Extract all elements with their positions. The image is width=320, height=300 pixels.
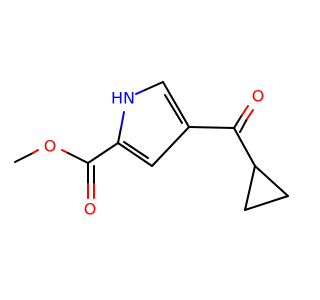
bond-ester-c-c2	[87, 142, 119, 164]
bond-o-ester-c-red	[61, 149, 69, 154]
bond-c5-c4	[162, 81, 190, 128]
bond-c3-c2-inner	[123, 141, 149, 159]
bond-n1-c5-blue	[135, 89, 146, 95]
bond-c4-c3	[151, 126, 190, 167]
bond-ketone-co-b-red	[246, 109, 254, 120]
atom-label-ketone-o: O	[252, 87, 265, 106]
bond-methyl-o	[14, 152, 34, 163]
bond-c2-n1	[117, 127, 122, 144]
atom-label-nh: HN	[111, 89, 135, 108]
bond-o-ester-c	[67, 152, 89, 164]
bond-ketone-co-a	[233, 114, 243, 129]
molecule-drawing: HN O O O	[14, 81, 289, 219]
bond-cp-3	[254, 165, 289, 197]
bond-c2-n1-blue	[120, 111, 125, 129]
atom-label-ester-o-single: O	[44, 137, 57, 156]
bond-cp-2	[244, 195, 289, 211]
bond-c4-ketone-c	[188, 126, 235, 129]
bond-cp-1	[244, 165, 256, 211]
bond-ketone-c-cyclopropyl	[233, 127, 256, 167]
bond-ketone-co-a-red	[241, 105, 249, 116]
bond-ketone-co-b	[239, 118, 248, 133]
bond-methyl-o-red	[32, 149, 39, 154]
structure-canvas: HN O O O	[14, 81, 289, 219]
bond-c5-c4-inner	[164, 94, 183, 124]
atom-label-ester-o-double: O	[84, 200, 97, 219]
bond-c3-c2	[117, 142, 153, 167]
bond-n1-c5	[144, 81, 164, 91]
